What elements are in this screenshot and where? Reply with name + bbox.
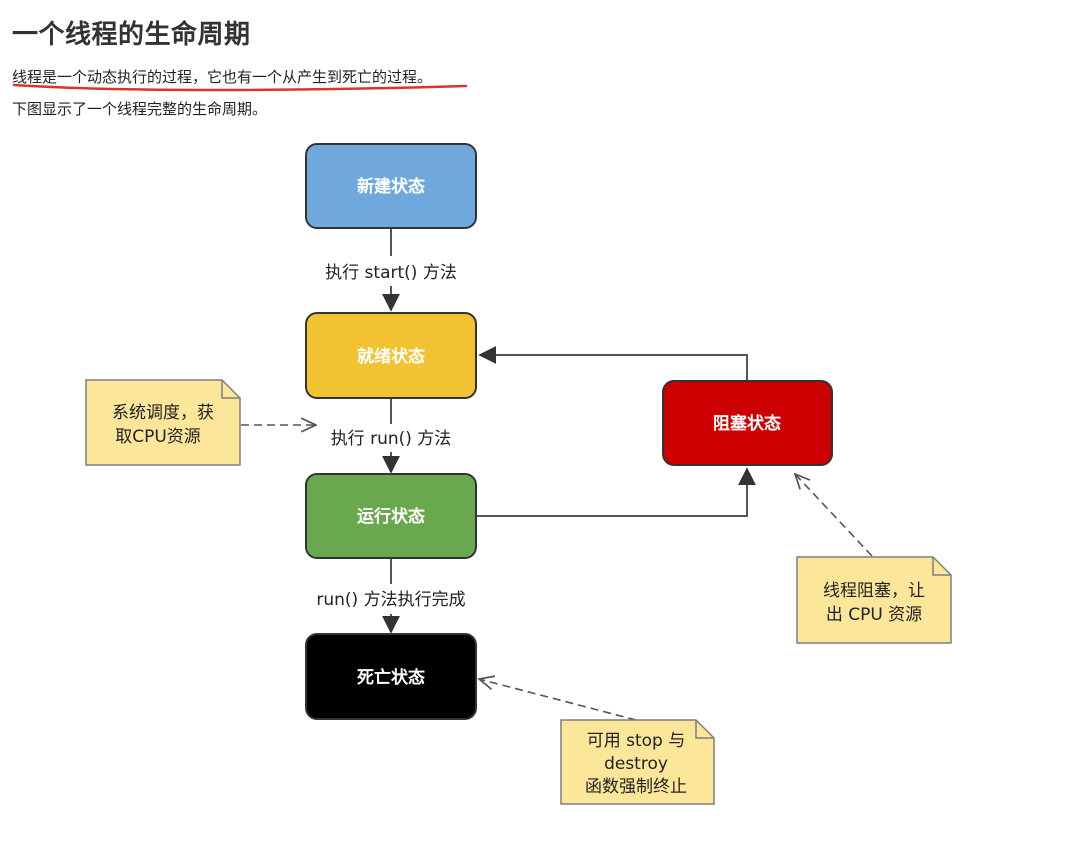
note-block: 线程阻塞，让 出 CPU 资源 bbox=[796, 556, 952, 644]
note-schedule-line-1: 系统调度，获 bbox=[112, 403, 214, 423]
note-schedule-line-2: 取CPU资源 bbox=[115, 427, 201, 447]
state-new: 新建状态 bbox=[305, 143, 477, 229]
state-blocked: 阻塞状态 bbox=[662, 380, 833, 466]
note-stop-line-1: 可用 stop 与 bbox=[587, 731, 686, 751]
state-dead: 死亡状态 bbox=[305, 633, 477, 720]
edge-label-run: 执行 run() 方法 bbox=[331, 429, 452, 449]
state-blocked-label: 阻塞状态 bbox=[713, 413, 781, 434]
intro-text: 线程是一个动态执行的过程，它也有一个从产生到死亡的过程。 bbox=[12, 68, 433, 86]
state-running-label: 运行状态 bbox=[357, 506, 425, 527]
edge-label-start: 执行 start() 方法 bbox=[325, 263, 457, 283]
state-ready-label: 就绪状态 bbox=[357, 346, 425, 367]
edge-running-to-blocked bbox=[477, 467, 756, 517]
note-stop: 可用 stop 与 destroy 函数强制终止 bbox=[560, 719, 715, 805]
state-running: 运行状态 bbox=[305, 473, 477, 559]
state-ready: 就绪状态 bbox=[305, 312, 477, 399]
state-dead-label: 死亡状态 bbox=[357, 667, 425, 688]
note-stop-line-3: 函数强制终止 bbox=[585, 777, 687, 797]
state-new-label: 新建状态 bbox=[357, 176, 425, 197]
edge-blocked-to-ready bbox=[478, 346, 748, 380]
note-arrow-stop bbox=[479, 679, 637, 721]
note-block-line-1: 线程阻塞，让 bbox=[823, 581, 925, 601]
edge-label-finish: run() 方法执行完成 bbox=[316, 590, 465, 610]
note-block-line-2: 出 CPU 资源 bbox=[826, 605, 922, 625]
note-stop-line-2: destroy bbox=[604, 754, 668, 774]
note-schedule: 系统调度，获 取CPU资源 bbox=[85, 379, 241, 466]
page-title: 一个线程的生命周期 bbox=[12, 20, 251, 50]
subintro-text: 下图显示了一个线程完整的生命周期。 bbox=[12, 100, 268, 118]
note-arrow-block bbox=[795, 474, 873, 557]
